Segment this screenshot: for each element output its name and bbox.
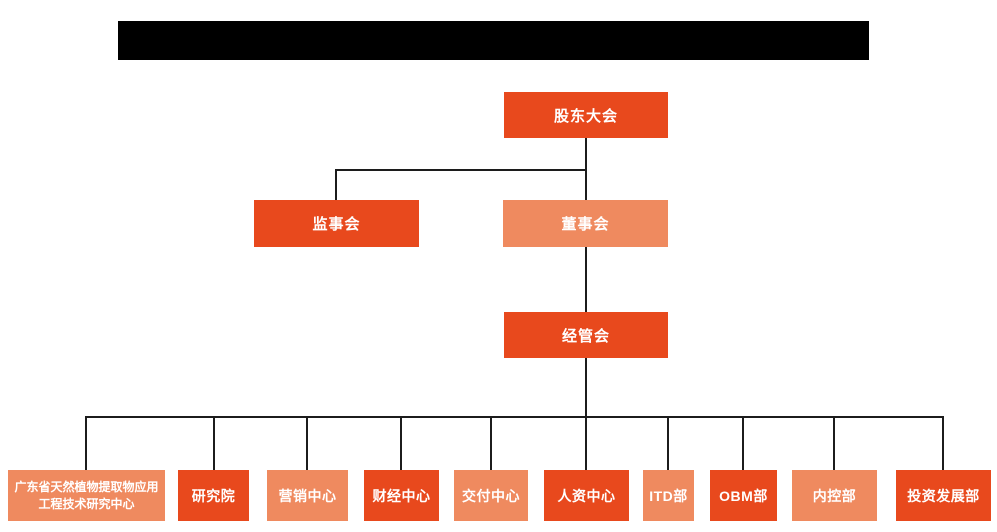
node-dept-hr-center: 人资中心: [544, 470, 629, 521]
connector-management-down: [585, 358, 587, 470]
node-dept-investment-development: 投资发展部: [896, 470, 991, 521]
node-dept-delivery-center: 交付中心: [454, 470, 528, 521]
node-dept-finance-center: 财经中心: [364, 470, 439, 521]
connector-drop-dept-9: [833, 416, 835, 470]
redacted-title-bar: [118, 21, 869, 60]
connector-drop-dept-8: [742, 416, 744, 470]
connector-level4-rail: [85, 416, 944, 418]
connector-drop-dept-1: [85, 416, 87, 470]
connector-drop-dept-10: [942, 416, 944, 470]
connector-drop-dept-3: [306, 416, 308, 470]
node-supervisory-board: 监事会: [254, 200, 419, 247]
node-dept-research-institute: 研究院: [178, 470, 249, 521]
connector-drop-dept-7: [667, 416, 669, 470]
node-management-committee: 经管会: [504, 312, 668, 358]
node-dept-obm: OBM部: [710, 470, 777, 521]
connector-drop-supervisory: [335, 171, 337, 200]
node-dept-marketing-center: 营销中心: [267, 470, 348, 521]
node-dept-research-center: 广东省天然植物提取物应用工程技术研究中心: [8, 470, 165, 521]
connector-drop-dept-2: [213, 416, 215, 470]
node-board-of-directors: 董事会: [503, 200, 668, 247]
node-dept-itd: ITD部: [643, 470, 694, 521]
connector-drop-dept-4: [400, 416, 402, 470]
node-shareholders-meeting: 股东大会: [504, 92, 668, 138]
connector-board-to-management: [585, 247, 587, 312]
connector-level2-rail: [335, 169, 587, 171]
node-dept-internal-control: 内控部: [792, 470, 877, 521]
connector-drop-dept-5: [490, 416, 492, 470]
